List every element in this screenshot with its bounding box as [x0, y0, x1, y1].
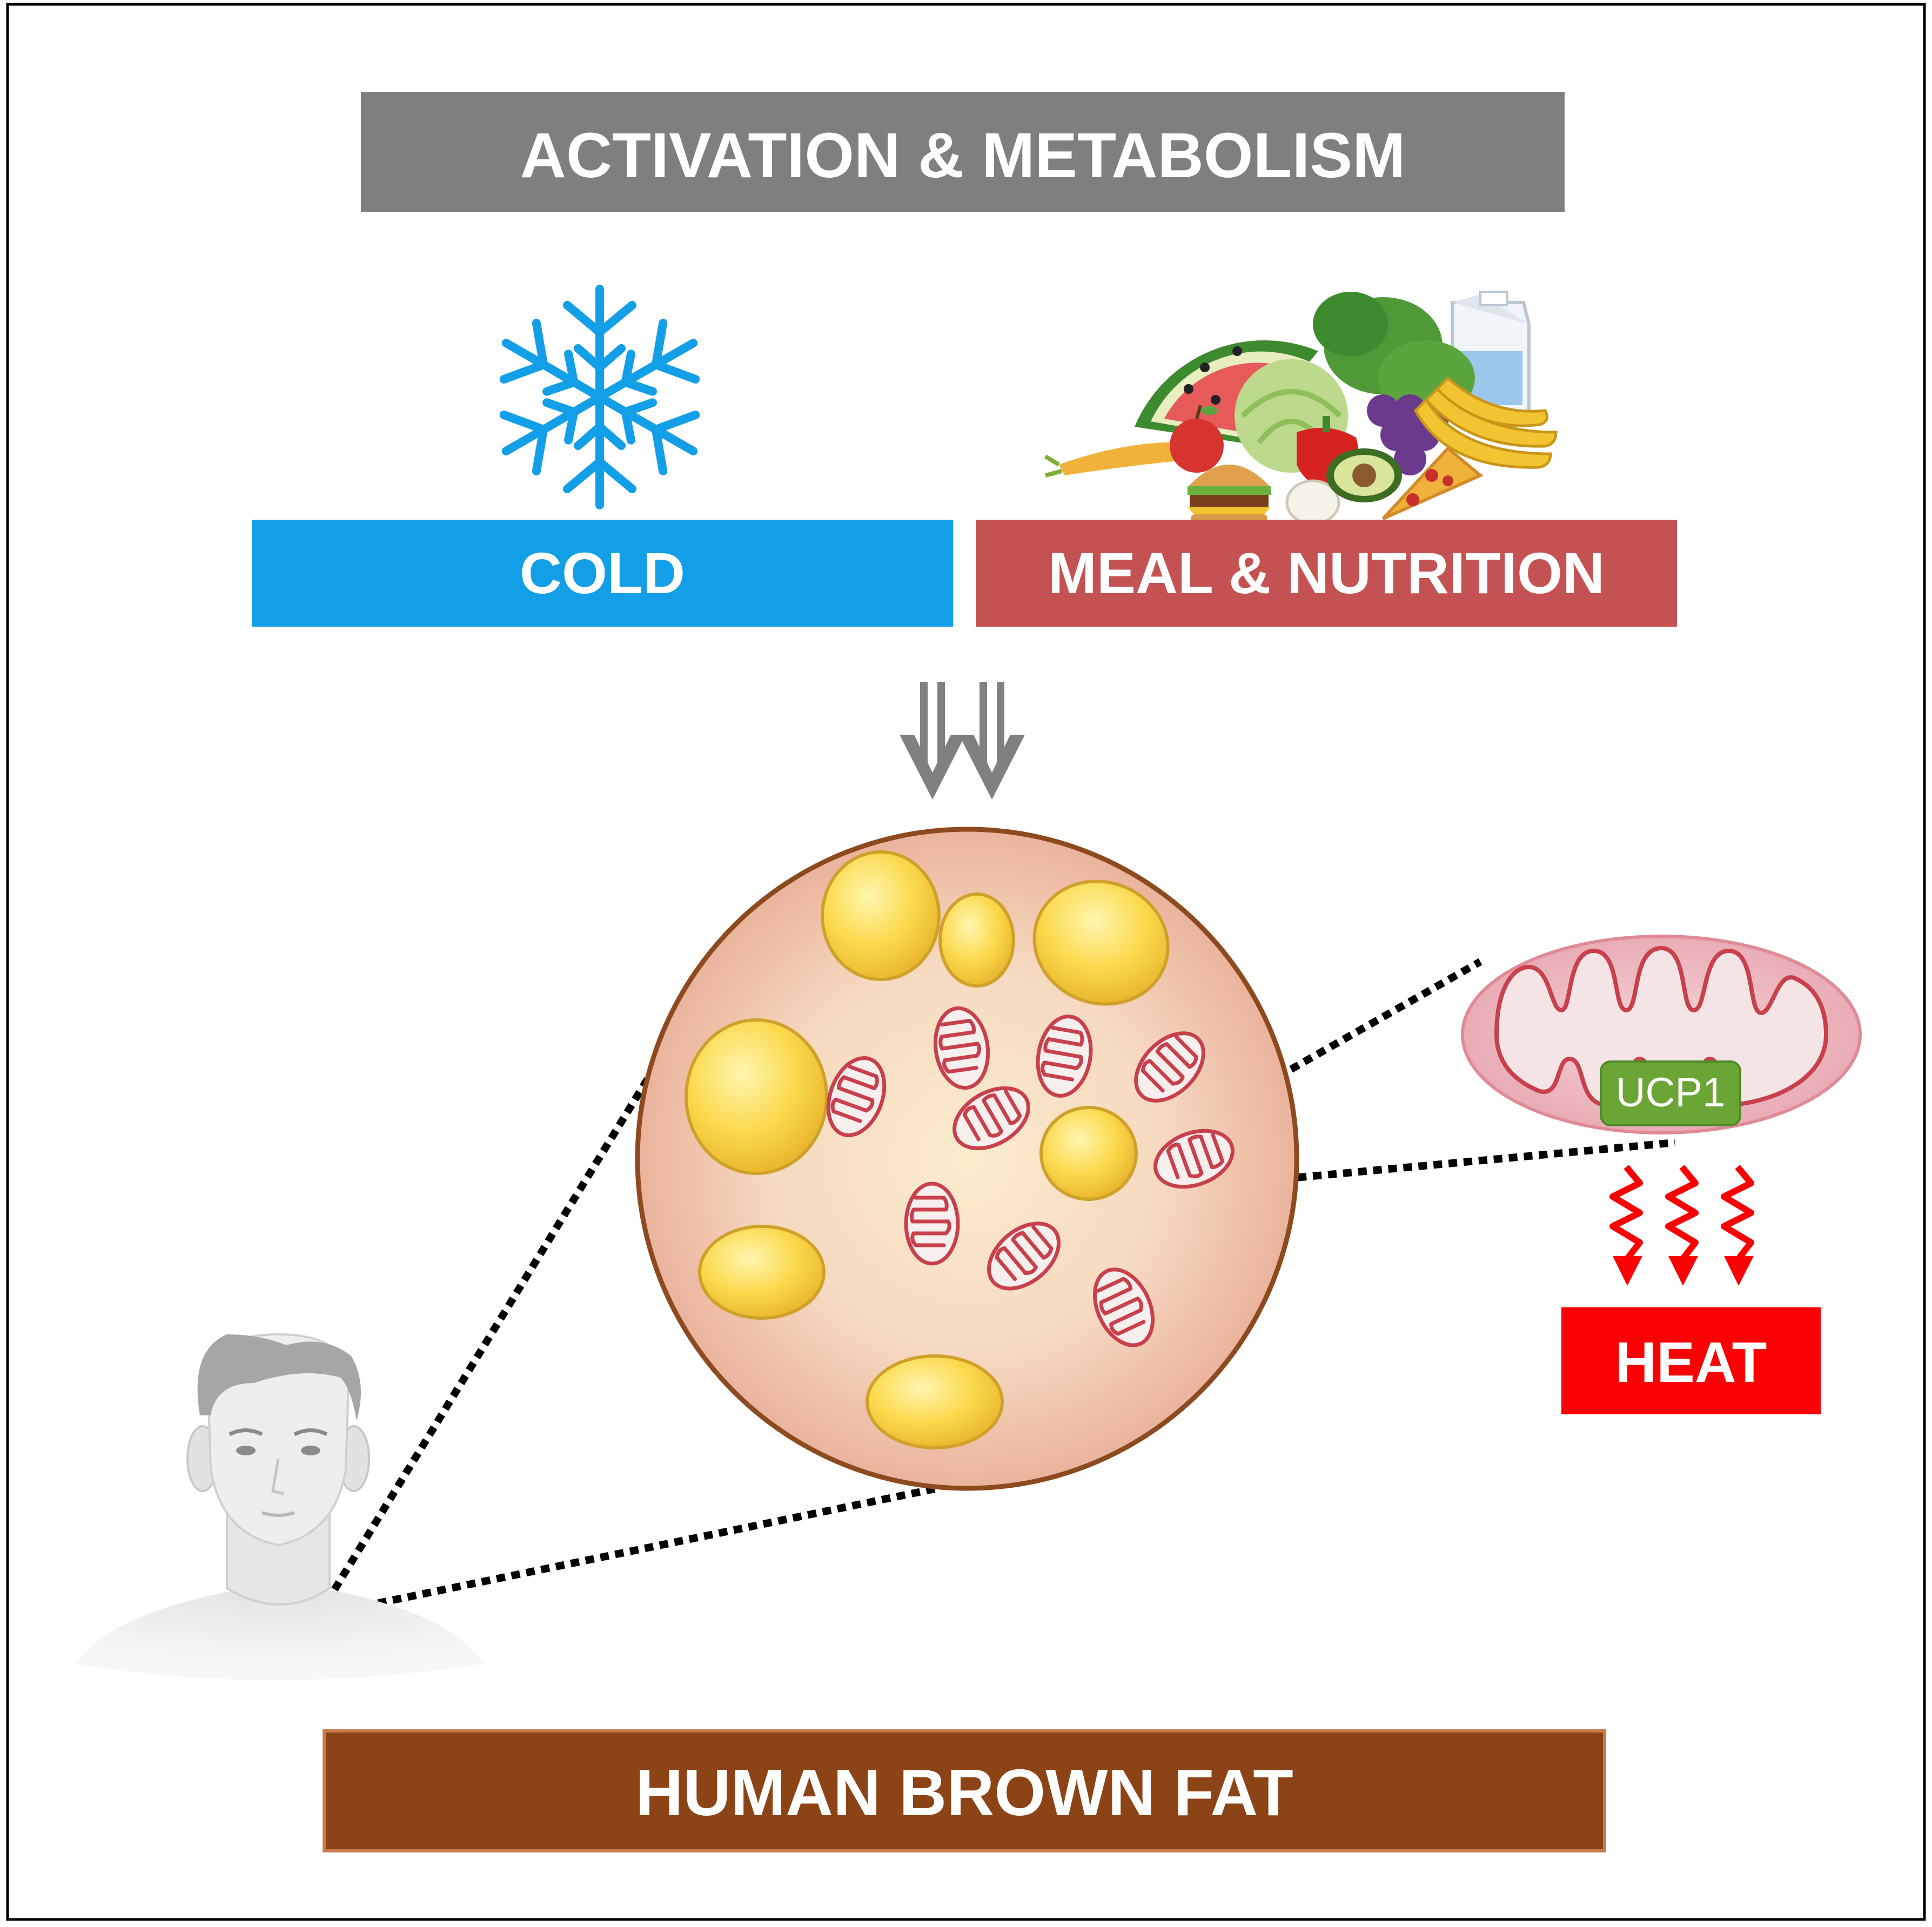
heat-arrows-icon [1609, 1165, 1754, 1286]
activation-arrows-icon [900, 682, 1025, 800]
lipid-droplet [821, 850, 941, 981]
lipid-droplet [1039, 1106, 1138, 1201]
avocado-icon [1326, 448, 1402, 502]
human-figure-icon [76, 1333, 484, 1680]
footer-title: HUMAN BROWN FAT [635, 1756, 1293, 1829]
lipid-droplet [1032, 879, 1170, 1006]
carrot-icon [1044, 442, 1199, 478]
cold-label-box: COLD [252, 520, 953, 627]
lipid-droplets [685, 850, 1170, 1449]
ucp1-badge: UCP1 [1600, 1060, 1741, 1126]
lipid-droplet [698, 1225, 826, 1320]
bananas-icon [1413, 376, 1558, 469]
meal-label: MEAL & NUTRITION [1048, 540, 1605, 606]
mitochondrion [906, 1184, 958, 1264]
snowflake-icon [490, 285, 709, 505]
footer-banner: HUMAN BROWN FAT [323, 1729, 1606, 1852]
pizza-icon [1381, 446, 1484, 520]
apple-icon [1170, 405, 1224, 473]
heat-label: HEAT [1615, 1331, 1767, 1394]
lipid-droplet [938, 892, 1015, 988]
lipid-droplet [866, 1354, 1004, 1449]
heat-label-box: HEAT [1561, 1307, 1821, 1414]
brown-fat-cell [635, 827, 1299, 1491]
header-banner: ACTIVATION & METABOLISM [361, 92, 1565, 212]
cold-label: COLD [520, 540, 685, 606]
food-icon [1044, 291, 1558, 526]
mitochondrion-zoom [1461, 935, 1862, 1134]
meal-label-box: MEAL & NUTRITION [976, 520, 1677, 627]
ucp1-label: UCP1 [1616, 1070, 1726, 1116]
lipid-droplet [685, 1018, 828, 1175]
header-title: ACTIVATION & METABOLISM [520, 120, 1406, 191]
